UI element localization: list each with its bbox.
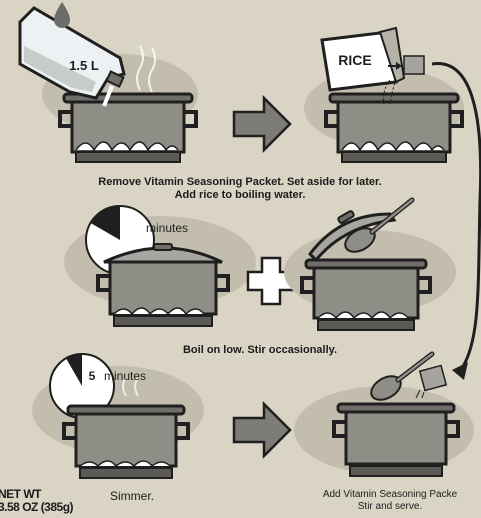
step6-illustration (294, 354, 474, 476)
arrow-right-icon (234, 98, 290, 150)
step1-caption-line2: Add rice to boiling water. (60, 189, 420, 202)
arrow-right-icon-2 (234, 404, 290, 456)
net-weight: NET WT 3.58 OZ (385g) (0, 488, 73, 514)
net-weight-value: 3.58 OZ (385g) (0, 501, 73, 514)
covered-pot (98, 244, 228, 326)
step1-caption: Remove Vitamin Seasoning Packet. Set asi… (60, 176, 420, 202)
step1-caption-line1: Remove Vitamin Seasoning Packet. Set asi… (60, 176, 420, 189)
bottle-volume-label: 1.5 L (69, 58, 99, 73)
water-drop-icon (54, 2, 70, 28)
timer-20-value: 20 (125, 220, 139, 235)
rice-label: RICE (338, 52, 371, 68)
step4-illustration (284, 200, 456, 330)
seasoning-packet-icon (404, 56, 424, 74)
pot-2 (326, 94, 462, 162)
step4-caption-line1: Add Vitamin Seasoning Packe (290, 489, 481, 501)
pot-5 (64, 406, 188, 478)
step2-caption: Boil on low. Stir occasionally. (110, 344, 410, 356)
step4-caption-line2: Stir and serve. (290, 501, 481, 513)
step3-illustration: 20 minutes (64, 206, 256, 326)
timer-20-unit: minutes (146, 221, 188, 235)
step1-illustration: 1.5 L (20, 2, 198, 162)
step3-caption: Simmer. (82, 489, 182, 503)
pot-6 (334, 404, 458, 476)
timer-5-unit: minutes (104, 369, 146, 383)
step4-caption: Add Vitamin Seasoning Packe Stir and ser… (290, 489, 481, 513)
step5-illustration: 5 minutes (32, 354, 204, 478)
timer-5-value: 5 (89, 369, 96, 383)
pot-1 (60, 94, 196, 162)
pot-4 (302, 260, 430, 330)
water-bottle-icon (20, 2, 124, 106)
